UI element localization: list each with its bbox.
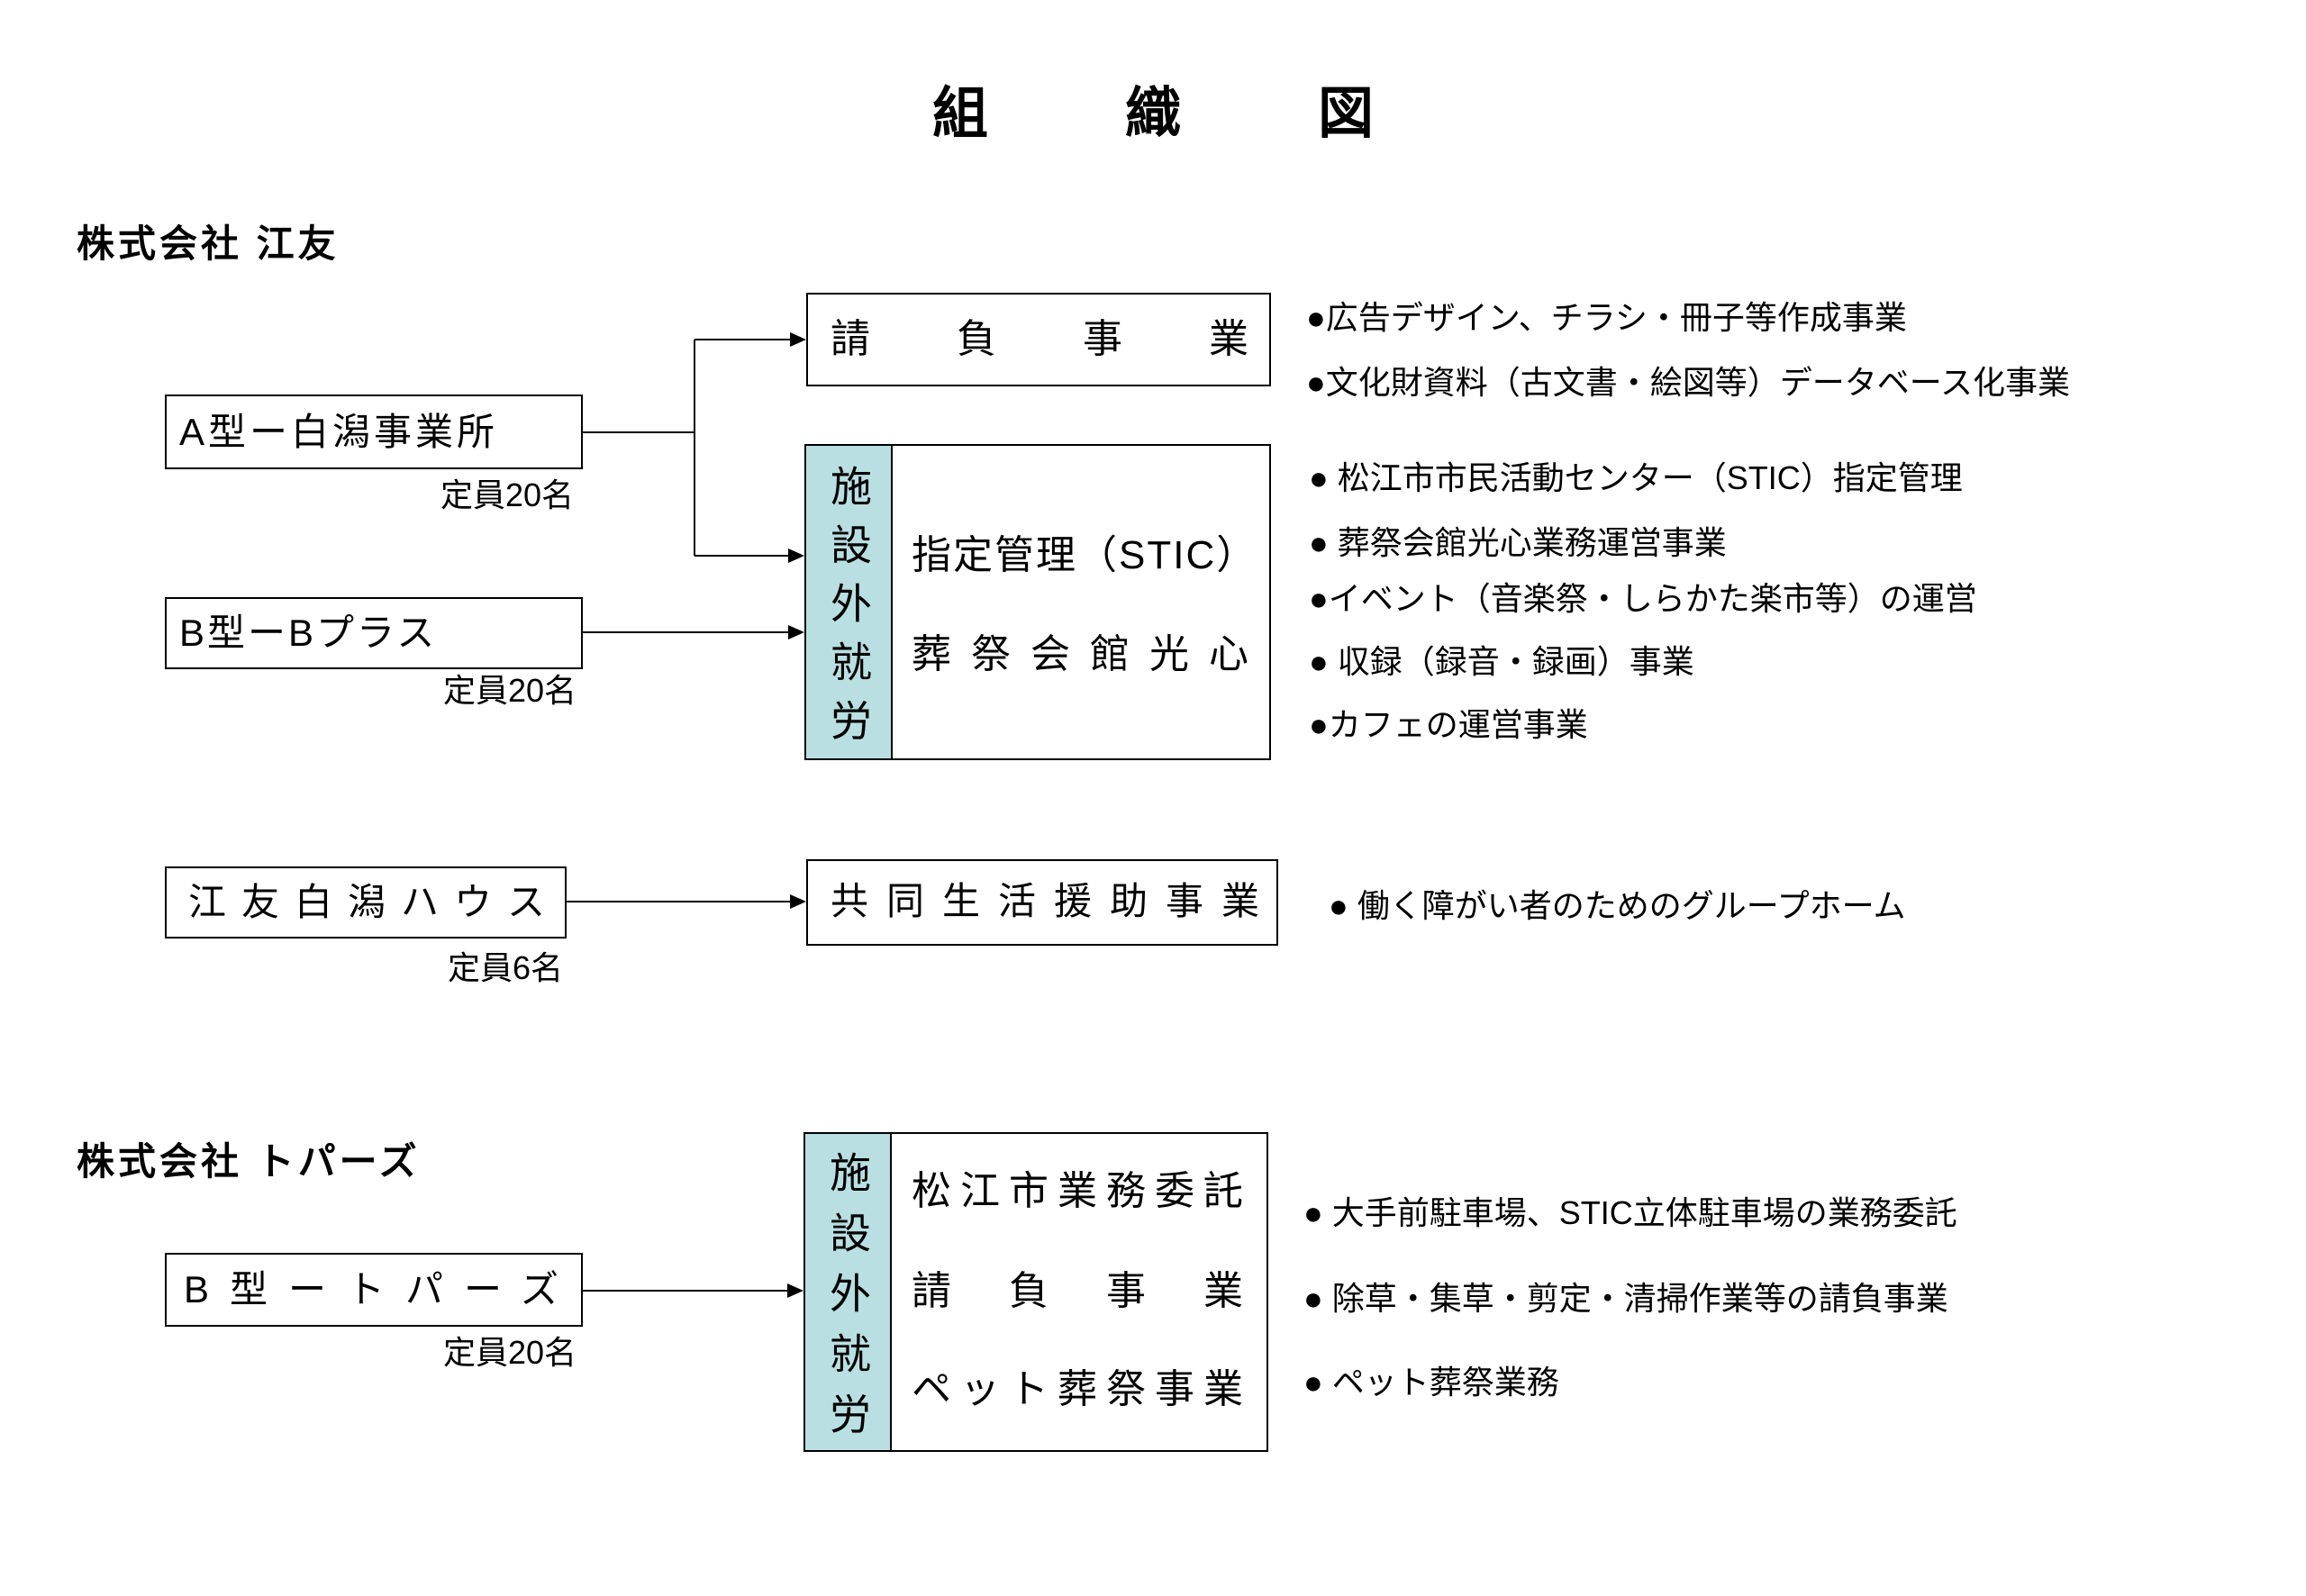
bullet-contract-2: ●文化財資料（古文書・絵図等）データベース化事業: [1306, 364, 2070, 401]
unit-label-b-topaz: B型ートパーズ: [184, 1268, 579, 1310]
arrowhead-contract: [790, 332, 806, 347]
page-title: 組織図: [932, 83, 1512, 145]
service-line-pet-funeral: ペット葬祭事業: [912, 1367, 1252, 1411]
arrowhead-group-home: [790, 894, 806, 909]
service-line-stic: 指定管理（STIC）: [912, 533, 1258, 577]
bullet-topaz-2: ● 除草・集草・剪定・清掃作業等の請負事業: [1303, 1280, 1948, 1317]
bullet-facility-5: ●カフェの運営事業: [1309, 706, 1588, 743]
arrowhead-a-facility: [788, 549, 804, 563]
unit-box-b-plus: B型ーBプラス: [165, 597, 583, 669]
unit-label-b-plus: B型ーBプラス: [179, 612, 438, 654]
capacity-b-topaz: 定員20名: [442, 1334, 576, 1371]
service-box-facility-topaz: 施設外就労 松江市業務委託 請負事業 ペット葬祭事業: [803, 1132, 1268, 1453]
side-column-facility-topaz: 施設外就労: [805, 1134, 892, 1453]
bullet-topaz-1: ● 大手前駐車場、STIC立体駐車場の業務委託: [1303, 1194, 1957, 1231]
bullet-facility-4: ● 収録（録音・録画）事業: [1309, 643, 1694, 680]
unit-label-house: 江友白潟ハウス: [188, 881, 561, 923]
service-box-contract: 請負事業: [806, 293, 1271, 386]
service-label-group-home: 共同生活援助事業: [831, 880, 1278, 922]
service-box-group-home: 共同生活援助事業: [806, 859, 1278, 946]
service-label-contract: 請負事業: [831, 317, 1335, 361]
service-line-contract-work: 請負事業: [912, 1269, 1301, 1313]
unit-box-a-type: A型ー白潟事業所: [165, 394, 583, 469]
bullet-facility-2: ● 葬祭会館光心業務運営事業: [1309, 524, 1727, 561]
company-name-topaz: 株式会社 トパーズ: [77, 1140, 421, 1183]
side-label-facility-edayu: 施設外就労: [825, 465, 872, 757]
company-name-edayu: 株式会社 江友: [77, 222, 340, 265]
unit-box-b-topaz: B型ートパーズ: [165, 1253, 583, 1327]
bullet-facility-1: ● 松江市市民活動センター（STIC）指定管理: [1309, 459, 1963, 496]
unit-box-house: 江友白潟ハウス: [165, 866, 567, 939]
capacity-a-type: 定員20名: [440, 476, 574, 513]
unit-label-a-type: A型ー白潟事業所: [179, 410, 499, 453]
side-column-facility-edayu: 施設外就労: [806, 446, 893, 758]
service-line-city-contract: 松江市業務委託: [912, 1169, 1252, 1213]
bullet-topaz-3: ● ペット葬祭業務: [1303, 1364, 1559, 1401]
bullet-facility-3: ●イベント（音楽祭・しらかた楽市等）の運営: [1309, 580, 1977, 617]
bullet-contract-1: ●広告デザイン、チラシ・冊子等作成事業: [1306, 299, 1907, 336]
service-box-facility-edayu: 施設外就労 指定管理（STIC） 葬祭会館光心: [804, 444, 1271, 760]
capacity-b-plus: 定員20名: [442, 672, 576, 709]
arrowhead-topaz-facility: [787, 1283, 803, 1298]
arrowhead-b-plus-facility: [788, 625, 804, 639]
bullet-group-home-1: ● 働く障がい者のためのグループホーム: [1329, 887, 1906, 924]
service-line-funeral-hall: 葬祭会館光心: [912, 632, 1268, 676]
capacity-house: 定員6名: [447, 949, 563, 986]
side-label-facility-topaz: 施設外就労: [824, 1151, 871, 1453]
